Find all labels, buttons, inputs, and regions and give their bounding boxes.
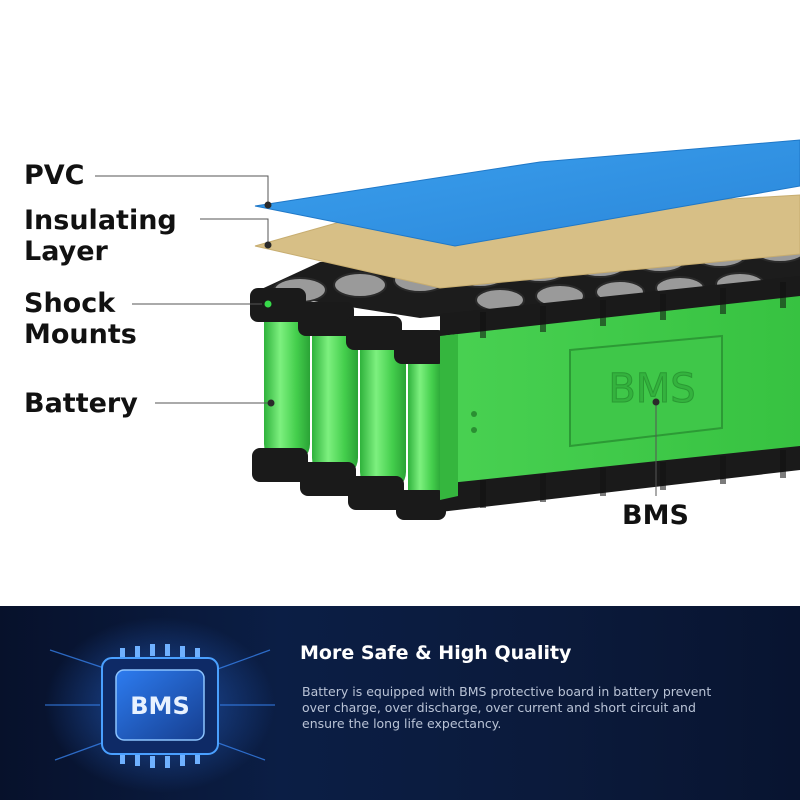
bms-plate: [569, 334, 723, 448]
chip-label: BMS: [130, 692, 189, 720]
banner-headline: More Safe & High Quality: [300, 642, 572, 664]
pvc-label: PVC: [24, 160, 85, 191]
bms-label: BMS: [622, 500, 689, 531]
shock-label-line2: Mounts: [24, 319, 137, 350]
insulating-layer-sheet: [254, 194, 800, 289]
battery-cells-front: [264, 302, 442, 506]
battery-pack-diagram: BMS: [24, 139, 800, 531]
banner-description: Battery is equipped with BMS protective …: [302, 684, 712, 731]
leader-lines: [95, 175, 657, 496]
side-mounts-top: [440, 276, 800, 512]
shock-mounts-front-top: [250, 288, 446, 364]
bms-chip-graphic: BMS: [40, 610, 280, 796]
shock-mounts-front-bottom: [252, 448, 446, 520]
leader-dots: [264, 201, 660, 407]
battery-label: Battery: [24, 388, 138, 419]
shock-mounts-label: Shock Mounts: [24, 288, 137, 350]
shock-label-line1: Shock: [24, 288, 116, 319]
bms-info-banner: BMS More Safe & High Quality Battery is …: [0, 606, 800, 800]
battery-pack-illustration: BMS: [95, 139, 800, 520]
insulating-layer-label: Insulating Layer: [24, 205, 177, 267]
insulating-label-line1: Insulating: [24, 205, 177, 236]
chip-icon: BMS: [45, 617, 275, 793]
insulating-label-line2: Layer: [24, 236, 108, 267]
pvc-sheet: [254, 139, 800, 247]
bms-plate-text: BMS: [608, 366, 695, 412]
